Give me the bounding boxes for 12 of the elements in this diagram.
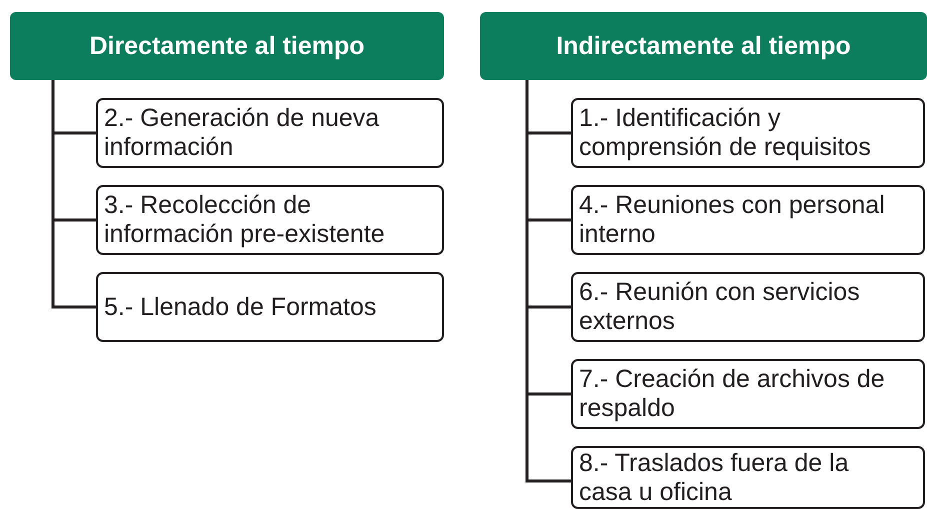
task-box: 1.- Identificación y comprensión de requisitos bbox=[571, 98, 925, 168]
task-box: 5.- Llenado de Formatos bbox=[96, 272, 444, 342]
task-box: 3.- Recolección de información pre-existente bbox=[96, 185, 444, 255]
task-box: 6.- Reunión con servicios externos bbox=[571, 272, 925, 342]
connector-line bbox=[52, 80, 96, 308]
task-box: 7.- Creación de archivos de respaldo bbox=[571, 359, 925, 429]
connector-line bbox=[526, 80, 571, 482]
category-header: Directamente al tiempo bbox=[10, 12, 444, 80]
category-header: Indirectamente al tiempo bbox=[480, 12, 927, 80]
task-box: 4.- Reuniones con personal interno bbox=[571, 185, 925, 255]
task-box: 2.- Generación de nueva información bbox=[96, 98, 444, 168]
task-box: 8.- Traslados fuera de la casa u oficina bbox=[571, 446, 925, 509]
